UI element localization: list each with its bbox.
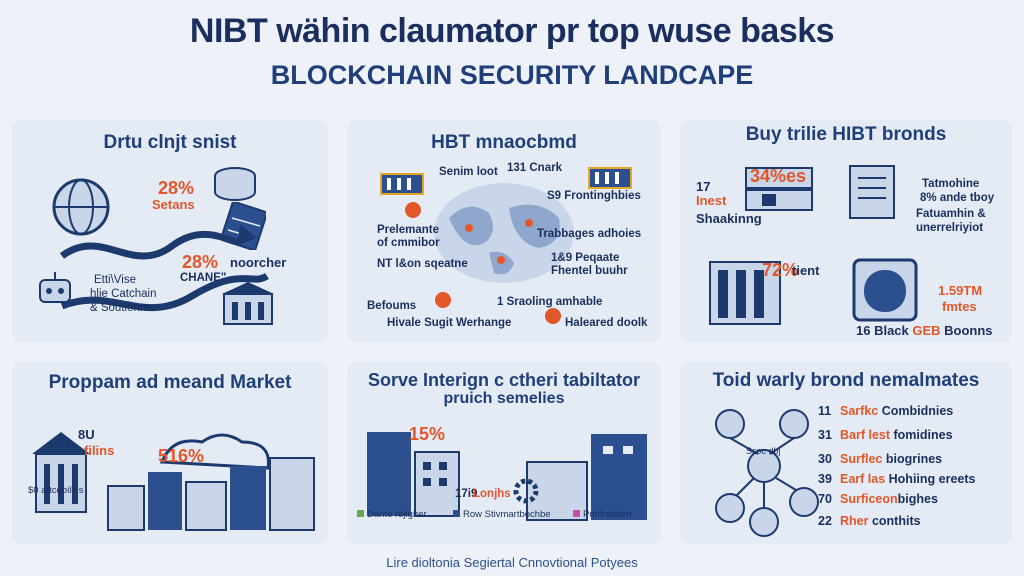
stat-1: 8U xyxy=(78,427,95,442)
document-icon xyxy=(849,165,895,219)
panel-title: HBT mnaocbmd xyxy=(431,132,577,153)
bank-icon xyxy=(380,173,424,195)
stat-2-label: Lonjhs xyxy=(473,488,511,500)
office-buildings-icon xyxy=(367,432,460,517)
desc-line-1: Tatmohine xyxy=(922,178,980,190)
legend-item-3: Pdnfrebtien xyxy=(573,509,632,521)
panel-hbt-map: HBT mnaocbmd Senim loot 131 Cnark S9 Fro… xyxy=(347,120,661,342)
stat-number: 17 xyxy=(696,179,711,194)
stat-number-label: Inest xyxy=(696,193,727,208)
panel-buy-bonds: Buy trilie HIBT bronds 17 Inest Shaakinn… xyxy=(680,120,1012,342)
icon-caption: Scoc dbj xyxy=(746,446,781,456)
map-label: of cmmibor xyxy=(377,237,440,249)
legend-item-2: Row Stivmartbochbe xyxy=(453,509,551,521)
world-map-icon xyxy=(434,183,574,283)
desc-line-4: unerrelriyiot xyxy=(916,222,984,234)
panel-title: Proppam ad meand Market xyxy=(48,372,292,393)
stat-3: 1.59TM xyxy=(938,283,983,298)
city-skyline-icon xyxy=(107,433,315,531)
legend-item-1: Danto rejigher xyxy=(357,509,427,521)
footer-caption: Lire dioltonia Segiertal Cnnovtional Pot… xyxy=(386,555,638,570)
panel-market: Proppam ad meand Market 8U filins 516% $… xyxy=(12,362,328,544)
server-icon xyxy=(745,167,813,211)
network-icon xyxy=(715,409,819,537)
desc-line-3: & Soutienne xyxy=(90,302,153,314)
map-label: Hivale Sugit Werhange xyxy=(387,317,512,329)
map-label: Prelemante xyxy=(377,224,440,236)
stat-2: 17i9 xyxy=(455,488,478,500)
globe-icon xyxy=(52,178,110,236)
stat-percent-1: 34%es xyxy=(750,166,807,186)
building-icon xyxy=(222,282,274,325)
vault-icon xyxy=(852,258,918,322)
page-title: NIBT wähin claumator pr top wuse basks xyxy=(189,12,835,50)
panel-title: Sorve Interign c ctheri tabiltator xyxy=(367,370,641,390)
temple-icon xyxy=(32,432,90,513)
page-subtitle: BLOCKCHAIN SECURITY LANDCAPE xyxy=(270,60,754,90)
stat-3-label: fmtes xyxy=(942,299,977,314)
map-label: 1&9 Peqaate xyxy=(551,252,620,264)
map-label: Haleared doolk xyxy=(565,317,648,329)
flow-arrow-icon xyxy=(59,224,269,312)
map-label: Trabbages adhoies xyxy=(537,228,642,240)
coin-icon xyxy=(545,308,561,324)
panel-subtitle: pruich semelies xyxy=(443,390,565,407)
panel-data-clients: Drtu clnjt snist 28% Setans 28% noorcher… xyxy=(12,120,328,342)
panel-bond-estimates: Toid warly brond nemalmates Scoc dbj xyxy=(680,362,1012,544)
map-label: 131 Cnark xyxy=(507,162,562,174)
stat-percent-2: 28% xyxy=(182,252,219,272)
map-label: Senim loot xyxy=(439,166,498,178)
shaking-label: Shaakinng xyxy=(696,211,762,226)
desc-line-2: 8% ande tboy xyxy=(920,192,995,204)
coin-icon xyxy=(405,202,421,218)
map-label: S9 Frontinghbies xyxy=(547,190,641,202)
robot-icon xyxy=(39,272,71,303)
stat-percent-1: 28% xyxy=(158,178,195,198)
coin-icon xyxy=(435,292,451,308)
map-label: Fhentel buuhr xyxy=(551,265,628,277)
desc-line-1: Etti\Vise xyxy=(94,274,136,286)
map-label: NT l&on sqeatne xyxy=(377,258,468,270)
map-label: Befoums xyxy=(367,300,417,312)
stat-label-1: Setans xyxy=(152,197,195,212)
desc-line-3: Fatuamhin & xyxy=(916,208,986,220)
map-label: 1 Sraoling amhable xyxy=(497,296,603,308)
panel-service: Sorve Interign c ctheri tabiltator pruic… xyxy=(347,362,661,544)
bottom-caption: 16 Black GEB Boonns xyxy=(856,323,993,338)
database-icon xyxy=(214,167,256,201)
stat-percent-1: 15% xyxy=(409,424,446,444)
panel-title: Drtu clnjt snist xyxy=(103,132,237,153)
stat-percent-2: 72% xyxy=(762,260,799,280)
stat-sub-2: CHANE" xyxy=(180,272,227,284)
stat-1-label: filins xyxy=(84,443,115,458)
gear-icon xyxy=(513,478,539,504)
panel-title: Buy trilie HIBT bronds xyxy=(745,124,947,145)
desc-line-2: hlie Catchain xyxy=(90,288,157,300)
stat-percent-2: 516% xyxy=(158,446,205,466)
building-icon xyxy=(709,261,781,325)
stat-label-2: tient xyxy=(792,263,820,278)
small-caption: $0 attcebilins xyxy=(28,485,84,496)
stat-label-2: noorcher xyxy=(230,255,287,270)
panel-title: Toid warly brond nemalmates xyxy=(712,370,980,391)
bank-icon xyxy=(588,167,632,189)
